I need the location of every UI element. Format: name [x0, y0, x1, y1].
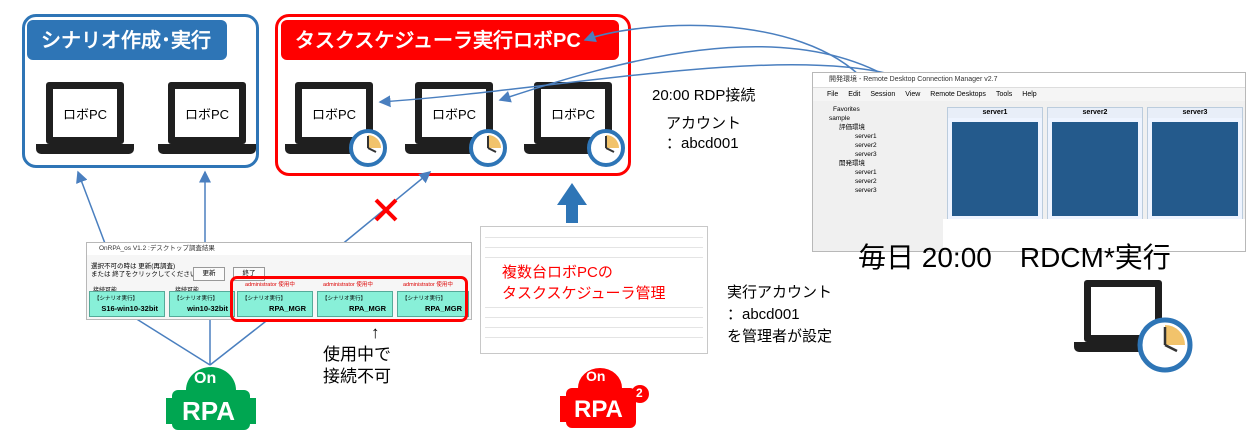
logo-rpa-text: RPA	[574, 396, 623, 423]
pc-tile[interactable]: 【シナリオ実行】 win10-32bit	[169, 291, 235, 317]
scenario-group-label: シナリオ作成･実行	[27, 20, 227, 60]
tree-item[interactable]: sample	[829, 115, 850, 122]
onrpa-title: OnRPA_os V1.2 :デスクトップ調査結果	[87, 243, 471, 255]
menu-file[interactable]: File	[827, 91, 839, 98]
exec-line1: 実行アカウント	[727, 284, 833, 301]
pc-tile-in-use[interactable]: 【シナリオ実行】 RPA_MGR	[397, 291, 469, 317]
robot-head-icon	[560, 368, 649, 428]
daily-label: 毎日 20:00 RDCM*実行	[858, 242, 1171, 273]
logo-superscript: 2	[636, 386, 643, 400]
menu-remote-desktops[interactable]: Remote Desktops	[930, 91, 986, 98]
robo-pc-2: ロボPC	[158, 82, 256, 178]
rdp-account-value: ：abcd001	[666, 135, 739, 152]
rdp-account-label: アカウント	[666, 115, 742, 132]
clock-icon	[349, 129, 387, 167]
tile-sub: 【シナリオ実行】	[174, 296, 219, 302]
tile-sub: 【シナリオ実行】	[402, 296, 447, 302]
tile-name: RPA_MGR	[349, 304, 386, 313]
clock-icon	[1137, 317, 1193, 373]
tree-item[interactable]: server1	[855, 169, 877, 176]
logo-link-1	[134, 317, 211, 366]
rdcm-title: 開発環境 - Remote Desktop Connection Manager…	[813, 73, 1245, 88]
exec-account-note: 実行アカウント ：abcd001 を管理者が設定	[727, 282, 832, 348]
rdp-account: アカウント ：abcd001	[666, 114, 741, 154]
rdp-connection-label: 20:00 RDP接続	[652, 87, 756, 104]
robo-pc-1: ロボPC	[36, 82, 134, 178]
menu-view[interactable]: View	[905, 91, 921, 98]
in-use-arrow: ↑	[371, 323, 380, 342]
tile-name: win10-32bit	[187, 304, 228, 313]
tree-item[interactable]: 評価環境	[839, 124, 865, 131]
tile-sub: 【シナリオ実行】	[94, 296, 139, 302]
tree-item[interactable]: server1	[855, 133, 877, 140]
robo-pc-label: ロボPC	[541, 89, 605, 137]
tree-item[interactable]: server2	[855, 142, 877, 149]
robo-pc-label: ロボPC	[53, 89, 117, 137]
logo-rpa-text: RPA	[182, 396, 235, 426]
onrpa-logo: On RPA	[164, 364, 258, 434]
tree-item[interactable]: Favorites	[833, 106, 860, 113]
server-panel-title: server1	[948, 108, 1042, 118]
exec-line3: を管理者が設定	[727, 328, 833, 345]
logo-link-3	[209, 317, 271, 366]
rdcm-window: 開発環境 - Remote Desktop Connection Manager…	[812, 72, 1246, 252]
rdp-line-2	[498, 46, 891, 103]
pc-tile-in-use[interactable]: 【シナリオ実行】 RPA_MGR	[237, 291, 313, 317]
in-use-line2: 接続不可	[323, 367, 391, 386]
refresh-button[interactable]: 更新	[193, 267, 225, 281]
scenario-group	[22, 14, 259, 168]
task-management-label: 複数台ロボPCの タスクスケジューラ管理	[500, 262, 668, 304]
in-use-highlight	[230, 276, 468, 322]
clock-icon	[469, 129, 507, 167]
up-arrow-icon	[557, 183, 587, 223]
exec-line2: ：abcd001	[727, 306, 800, 323]
robot-head-icon	[166, 367, 256, 430]
server-panel-3[interactable]: server3	[1147, 107, 1243, 221]
scheduler-group-label: タスクスケジューラ実行ロボPC	[281, 20, 619, 60]
server-panel-title: server3	[1148, 108, 1242, 118]
menu-edit[interactable]: Edit	[848, 91, 861, 98]
server-panel-1[interactable]: server1	[947, 107, 1043, 221]
onrpa-instructions: 選択不可の時は 更新(再調査) または 終了をクリックしてください。	[91, 263, 203, 279]
in-use-line1: 使用中で	[323, 345, 391, 364]
tile-name: RPA_MGR	[269, 304, 306, 313]
instruction-line: または 終了をクリックしてください。	[91, 271, 203, 278]
admin-in-use-label: administrator 使用中	[323, 282, 373, 288]
task-line1: 複数台ロボPCの	[502, 264, 613, 281]
menu-help[interactable]: Help	[1022, 91, 1037, 98]
in-use-note: ↑ 使用中で 接続不可	[323, 322, 391, 388]
onrpa-window: OnRPA_os V1.2 :デスクトップ調査結果 選択不可の時は 更新(再調査…	[86, 242, 472, 320]
task-line2: タスクスケジューラ管理	[502, 285, 666, 302]
rdp-line-3	[378, 64, 911, 108]
blocked-x-icon	[374, 198, 398, 222]
scheduler-group	[275, 14, 631, 176]
pc-tile[interactable]: 【シナリオ実行】 S16-win10-32bit	[89, 291, 165, 317]
tile-sub: 【シナリオ実行】	[322, 296, 367, 302]
robo-pc-label: ロボPC	[302, 89, 366, 137]
tree-item[interactable]: server3	[855, 151, 877, 158]
admin-in-use-label: administrator 使用中	[245, 282, 295, 288]
tree-item[interactable]: server3	[855, 187, 877, 194]
server-panel-title: server2	[1048, 108, 1142, 118]
rdcm-menu: File Edit Session View Remote Desktops T…	[813, 88, 1245, 101]
logo-on-text: On	[586, 368, 606, 384]
onrpa2-logo: On RPA 2	[558, 364, 652, 434]
menu-tools[interactable]: Tools	[995, 91, 1013, 98]
menu-session[interactable]: Session	[870, 91, 896, 98]
robo-pc-label: ロボPC	[175, 89, 239, 137]
rdcm-tree: Favorites sample 評価環境 server1 server2 se…	[825, 105, 943, 195]
instruction-line: 選択不可の時は 更新(再調査)	[91, 263, 176, 270]
logo-on-text: On	[194, 370, 217, 387]
pc-tile-in-use[interactable]: 【シナリオ実行】 RPA_MGR	[317, 291, 393, 317]
clock-icon	[587, 129, 625, 167]
server-panel-2[interactable]: server2	[1047, 107, 1143, 221]
tree-item[interactable]: server2	[855, 178, 877, 185]
tile-name: S16-win10-32bit	[101, 304, 158, 313]
rdp-line-1	[583, 24, 867, 83]
tree-item[interactable]: 開発環境	[839, 160, 865, 167]
admin-in-use-label: administrator 使用中	[403, 282, 453, 288]
tile-name: RPA_MGR	[425, 304, 462, 313]
tile-sub: 【シナリオ実行】	[242, 296, 287, 302]
